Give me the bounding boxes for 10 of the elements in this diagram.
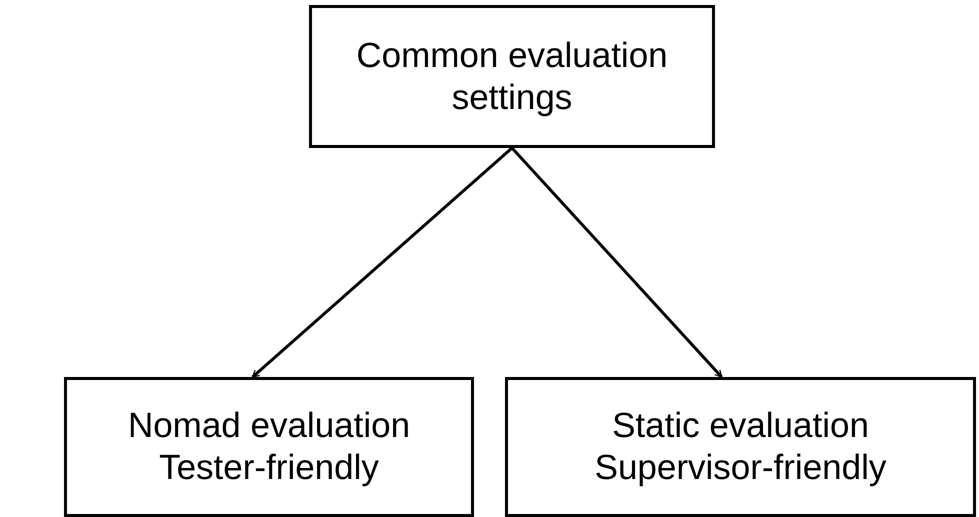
box-label: Static evaluation — [612, 405, 869, 447]
box-label: Nomad evaluation — [128, 405, 410, 447]
arrow — [252, 146, 513, 378]
process-box — [309, 5, 715, 148]
box-label: Common evaluation settings — [355, 34, 669, 118]
arrow — [510, 146, 723, 378]
process-box — [505, 377, 976, 517]
box-label: Tester-friendly — [159, 447, 379, 489]
process-box — [64, 377, 474, 517]
box-label: Supervisor-friendly — [594, 447, 886, 489]
